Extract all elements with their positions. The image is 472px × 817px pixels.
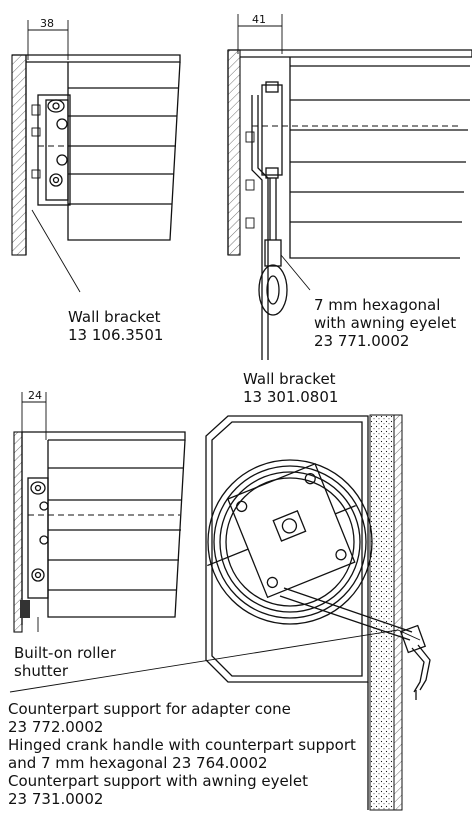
built-on-line2: shutter — [14, 662, 68, 680]
figure-wall-bracket-41 — [227, 14, 472, 360]
dimension-41: 41 — [252, 13, 266, 26]
wall-bracket-1-name: Wall bracket — [68, 308, 161, 326]
bottom-line3: Hinged crank handle with counterpart sup… — [8, 736, 356, 754]
bottom-line6: 23 731.0002 — [8, 790, 104, 808]
hexagonal-line1: 7 mm hexagonal — [314, 296, 441, 314]
bottom-line4: and 7 mm hexagonal 23 764.0002 — [8, 754, 268, 772]
wall-bracket-1-code: 13 106.3501 — [68, 326, 164, 344]
figure-wall-bracket-38 — [11, 20, 181, 293]
wall-bracket-2-name: Wall bracket — [243, 370, 336, 388]
bottom-line1: Counterpart support for adapter cone — [8, 700, 291, 718]
dimension-24: 24 — [28, 389, 42, 402]
hexagonal-code: 23 771.0002 — [314, 332, 410, 350]
bottom-line5: Counterpart support with awning eyelet — [8, 772, 308, 790]
bottom-line2: 23 772.0002 — [8, 718, 104, 736]
wall-bracket-2-code: 13 301.0801 — [243, 388, 339, 406]
built-on-line1: Built-on roller — [14, 644, 116, 662]
figure-built-on-roller-shutter — [13, 392, 186, 633]
hexagonal-line2: with awning eyelet — [314, 314, 457, 332]
dimension-38: 38 — [40, 17, 54, 30]
figure-cross-section — [9, 414, 431, 811]
